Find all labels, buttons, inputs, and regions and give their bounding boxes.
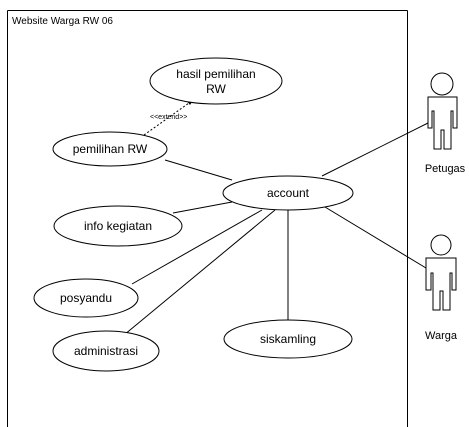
actor-label: Petugas: [425, 163, 466, 175]
use-case-label: administrasi: [74, 344, 138, 358]
use-case-label: account: [267, 186, 310, 200]
assoc-account-petugas: [321, 122, 429, 177]
associations: [123, 122, 429, 336]
assoc-posyandu-account: [131, 209, 263, 285]
use-case-account[interactable]: account: [222, 175, 354, 211]
actor-person-icon: [425, 234, 457, 311]
use-case-label: posyandu: [60, 291, 112, 305]
use-case-label: hasil pemilihan: [176, 67, 255, 81]
assoc-administrasi-account: [123, 209, 276, 336]
use-case-pemilihan-rw[interactable]: pemilihan RW: [52, 131, 168, 167]
use-case-info-kegiatan[interactable]: info kegiatan: [53, 205, 183, 247]
use-case-posyandu[interactable]: posyandu: [33, 278, 139, 318]
use-case-label: RW: [206, 82, 226, 96]
actor-person-icon: [427, 72, 458, 150]
assoc-account-warga: [319, 203, 427, 269]
use-case-label: info kegiatan: [84, 219, 152, 233]
system-boundary: Website Warga RW 06: [7, 10, 408, 427]
use-case-siskamling[interactable]: siskamling: [223, 319, 353, 359]
assoc-info-account: [172, 201, 233, 214]
extend-relation: <<extend>>: [143, 99, 194, 136]
actor-petugas[interactable]: Petugas: [425, 72, 466, 175]
use-case-administrasi[interactable]: administrasi: [52, 330, 160, 372]
system-title: Website Warga RW 06: [12, 16, 113, 27]
actor-warga[interactable]: Warga: [425, 234, 458, 342]
actor-label: Warga: [425, 330, 458, 342]
use-case-label: siskamling: [260, 332, 316, 346]
assoc-pemilihan-account: [164, 159, 233, 181]
use-case-label: pemilihan RW: [73, 142, 148, 156]
extend-label: <<extend>>: [150, 114, 187, 121]
use-case-hasil-pemilihan-rw[interactable]: hasil pemilihan RW: [149, 57, 283, 105]
